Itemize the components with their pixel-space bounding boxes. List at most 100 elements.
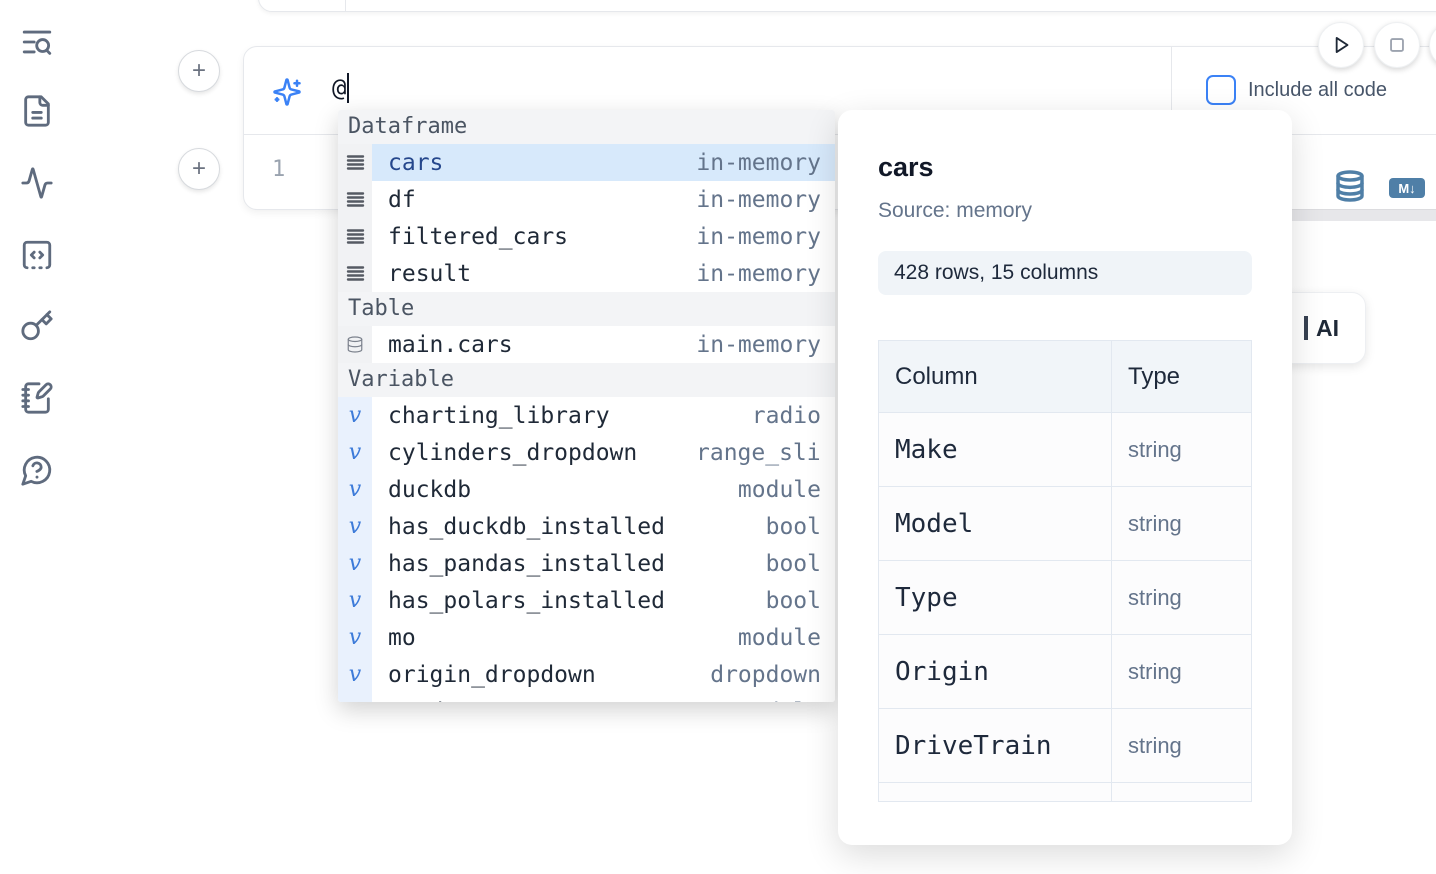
variable-icon: v — [338, 656, 372, 693]
autocomplete-item-name: duckdb — [388, 476, 472, 503]
autocomplete-item-type: in-memory — [696, 149, 821, 176]
database-icon — [338, 326, 372, 363]
autocomplete-item-name: df — [388, 186, 416, 213]
variable-icon: v — [338, 545, 372, 582]
ai-chip-label: AI — [1316, 314, 1339, 341]
dataframe-preview-popup: cars Source: memory 428 rows, 15 columns… — [838, 110, 1292, 845]
rows-icon — [338, 255, 372, 292]
preview-title: cars — [878, 152, 934, 182]
sidebar-item-secrets[interactable] — [18, 307, 56, 345]
variable-icon: v — [338, 397, 372, 434]
divider — [1171, 47, 1172, 134]
rows-icon — [338, 218, 372, 255]
key-icon — [20, 309, 54, 343]
ai-prompt-value: @ — [332, 74, 347, 102]
activity-icon — [20, 166, 54, 200]
table-row: Model string — [879, 487, 1251, 561]
autocomplete-item-name: has_duckdb_installed — [388, 513, 665, 540]
table-row-clipped — [879, 783, 1251, 801]
column-type: string — [1128, 658, 1182, 684]
previous-cell-card — [258, 0, 1436, 12]
variable-icon: v — [338, 471, 372, 508]
file-text-icon — [20, 94, 54, 128]
autocomplete-item[interactable]: df in-memory — [338, 181, 835, 218]
type-header: Type — [1128, 362, 1181, 390]
variable-icon: v — [338, 434, 372, 471]
add-cell-above-button[interactable]: + — [178, 50, 220, 92]
autocomplete-section-header: Variable — [338, 363, 835, 397]
variable-icon: v — [338, 693, 372, 702]
column-type: string — [1128, 732, 1182, 758]
autocomplete-item[interactable]: main.cars in-memory — [338, 326, 835, 363]
markdown-convert-button[interactable]: M↓ — [1389, 178, 1425, 198]
table-header-row: Column Type — [879, 341, 1251, 413]
autocomplete-item-name: pandas — [388, 699, 471, 703]
autocomplete-item-type: in-memory — [696, 331, 821, 358]
sidebar-item-snippets[interactable] — [18, 236, 56, 274]
autocomplete-item-name: has_polars_installed — [388, 587, 665, 614]
text-cursor — [347, 73, 350, 103]
column-type: string — [1128, 510, 1182, 536]
sidebar-item-search[interactable] — [18, 23, 56, 61]
autocomplete-item-type: module — [738, 699, 821, 703]
autocomplete-item-name: main.cars — [388, 331, 513, 358]
divider — [345, 0, 346, 11]
sparkles-icon — [272, 77, 302, 107]
autocomplete-section-header: Dataframe — [338, 110, 835, 144]
table-row: Origin string — [879, 635, 1251, 709]
column-name: Origin — [895, 656, 989, 687]
include-all-code-checkbox[interactable] — [1206, 75, 1236, 105]
autocomplete-item-type: module — [737, 624, 821, 651]
sidebar-item-activity[interactable] — [18, 164, 56, 202]
autocomplete-item[interactable]: v has_duckdb_installed bool — [338, 508, 835, 545]
autocomplete-section-header: Table — [338, 292, 835, 326]
sidebar-item-scratchpad[interactable] — [18, 379, 56, 417]
column-name: Type — [895, 582, 958, 613]
autocomplete-item-type: bool — [765, 513, 821, 540]
autocomplete-item[interactable]: v has_polars_installed bool — [338, 582, 835, 619]
column-type: string — [1128, 436, 1182, 462]
sidebar-item-help[interactable] — [18, 451, 56, 489]
column-type: string — [1128, 584, 1182, 610]
clipped-letter — [1304, 316, 1308, 340]
run-cell-button[interactable] — [1318, 22, 1364, 68]
column-name: Model — [895, 508, 974, 539]
column-header: Column — [879, 341, 1112, 412]
stop-button[interactable] — [1374, 22, 1420, 68]
variable-icon: v — [338, 619, 372, 656]
autocomplete-item-name: has_pandas_installed — [388, 550, 665, 577]
code-block-icon — [20, 238, 54, 272]
autocomplete-item-type: in-memory — [696, 186, 821, 213]
code-editor[interactable]: 1 — [244, 135, 1436, 209]
autocomplete-item-name: charting_library — [388, 402, 610, 429]
preview-source: Source: memory — [878, 199, 1033, 222]
ai-prompt-input[interactable]: @ — [332, 73, 350, 103]
autocomplete-item[interactable]: v pandas module — [338, 693, 835, 702]
database-icon[interactable] — [1334, 169, 1366, 203]
autocomplete-item-name: cylinders_dropdown — [388, 439, 638, 466]
autocomplete-item-type: bool — [765, 587, 821, 614]
autocomplete-item[interactable]: v has_pandas_installed bool — [338, 545, 835, 582]
rows-icon — [338, 144, 372, 181]
text-search-icon — [20, 25, 54, 59]
autocomplete-item-type: bool — [765, 550, 821, 577]
autocomplete-item-name: result — [388, 260, 472, 287]
variable-icon: v — [338, 508, 372, 545]
table-row: DriveTrain string — [879, 709, 1251, 783]
sidebar-item-files[interactable] — [18, 92, 56, 130]
column-name: DriveTrain — [895, 730, 1052, 761]
autocomplete-item-type: dropdown — [710, 661, 821, 688]
variable-icon: v — [338, 582, 372, 619]
add-cell-below-button[interactable]: + — [178, 148, 220, 190]
include-all-code-label: Include all code — [1248, 78, 1387, 101]
